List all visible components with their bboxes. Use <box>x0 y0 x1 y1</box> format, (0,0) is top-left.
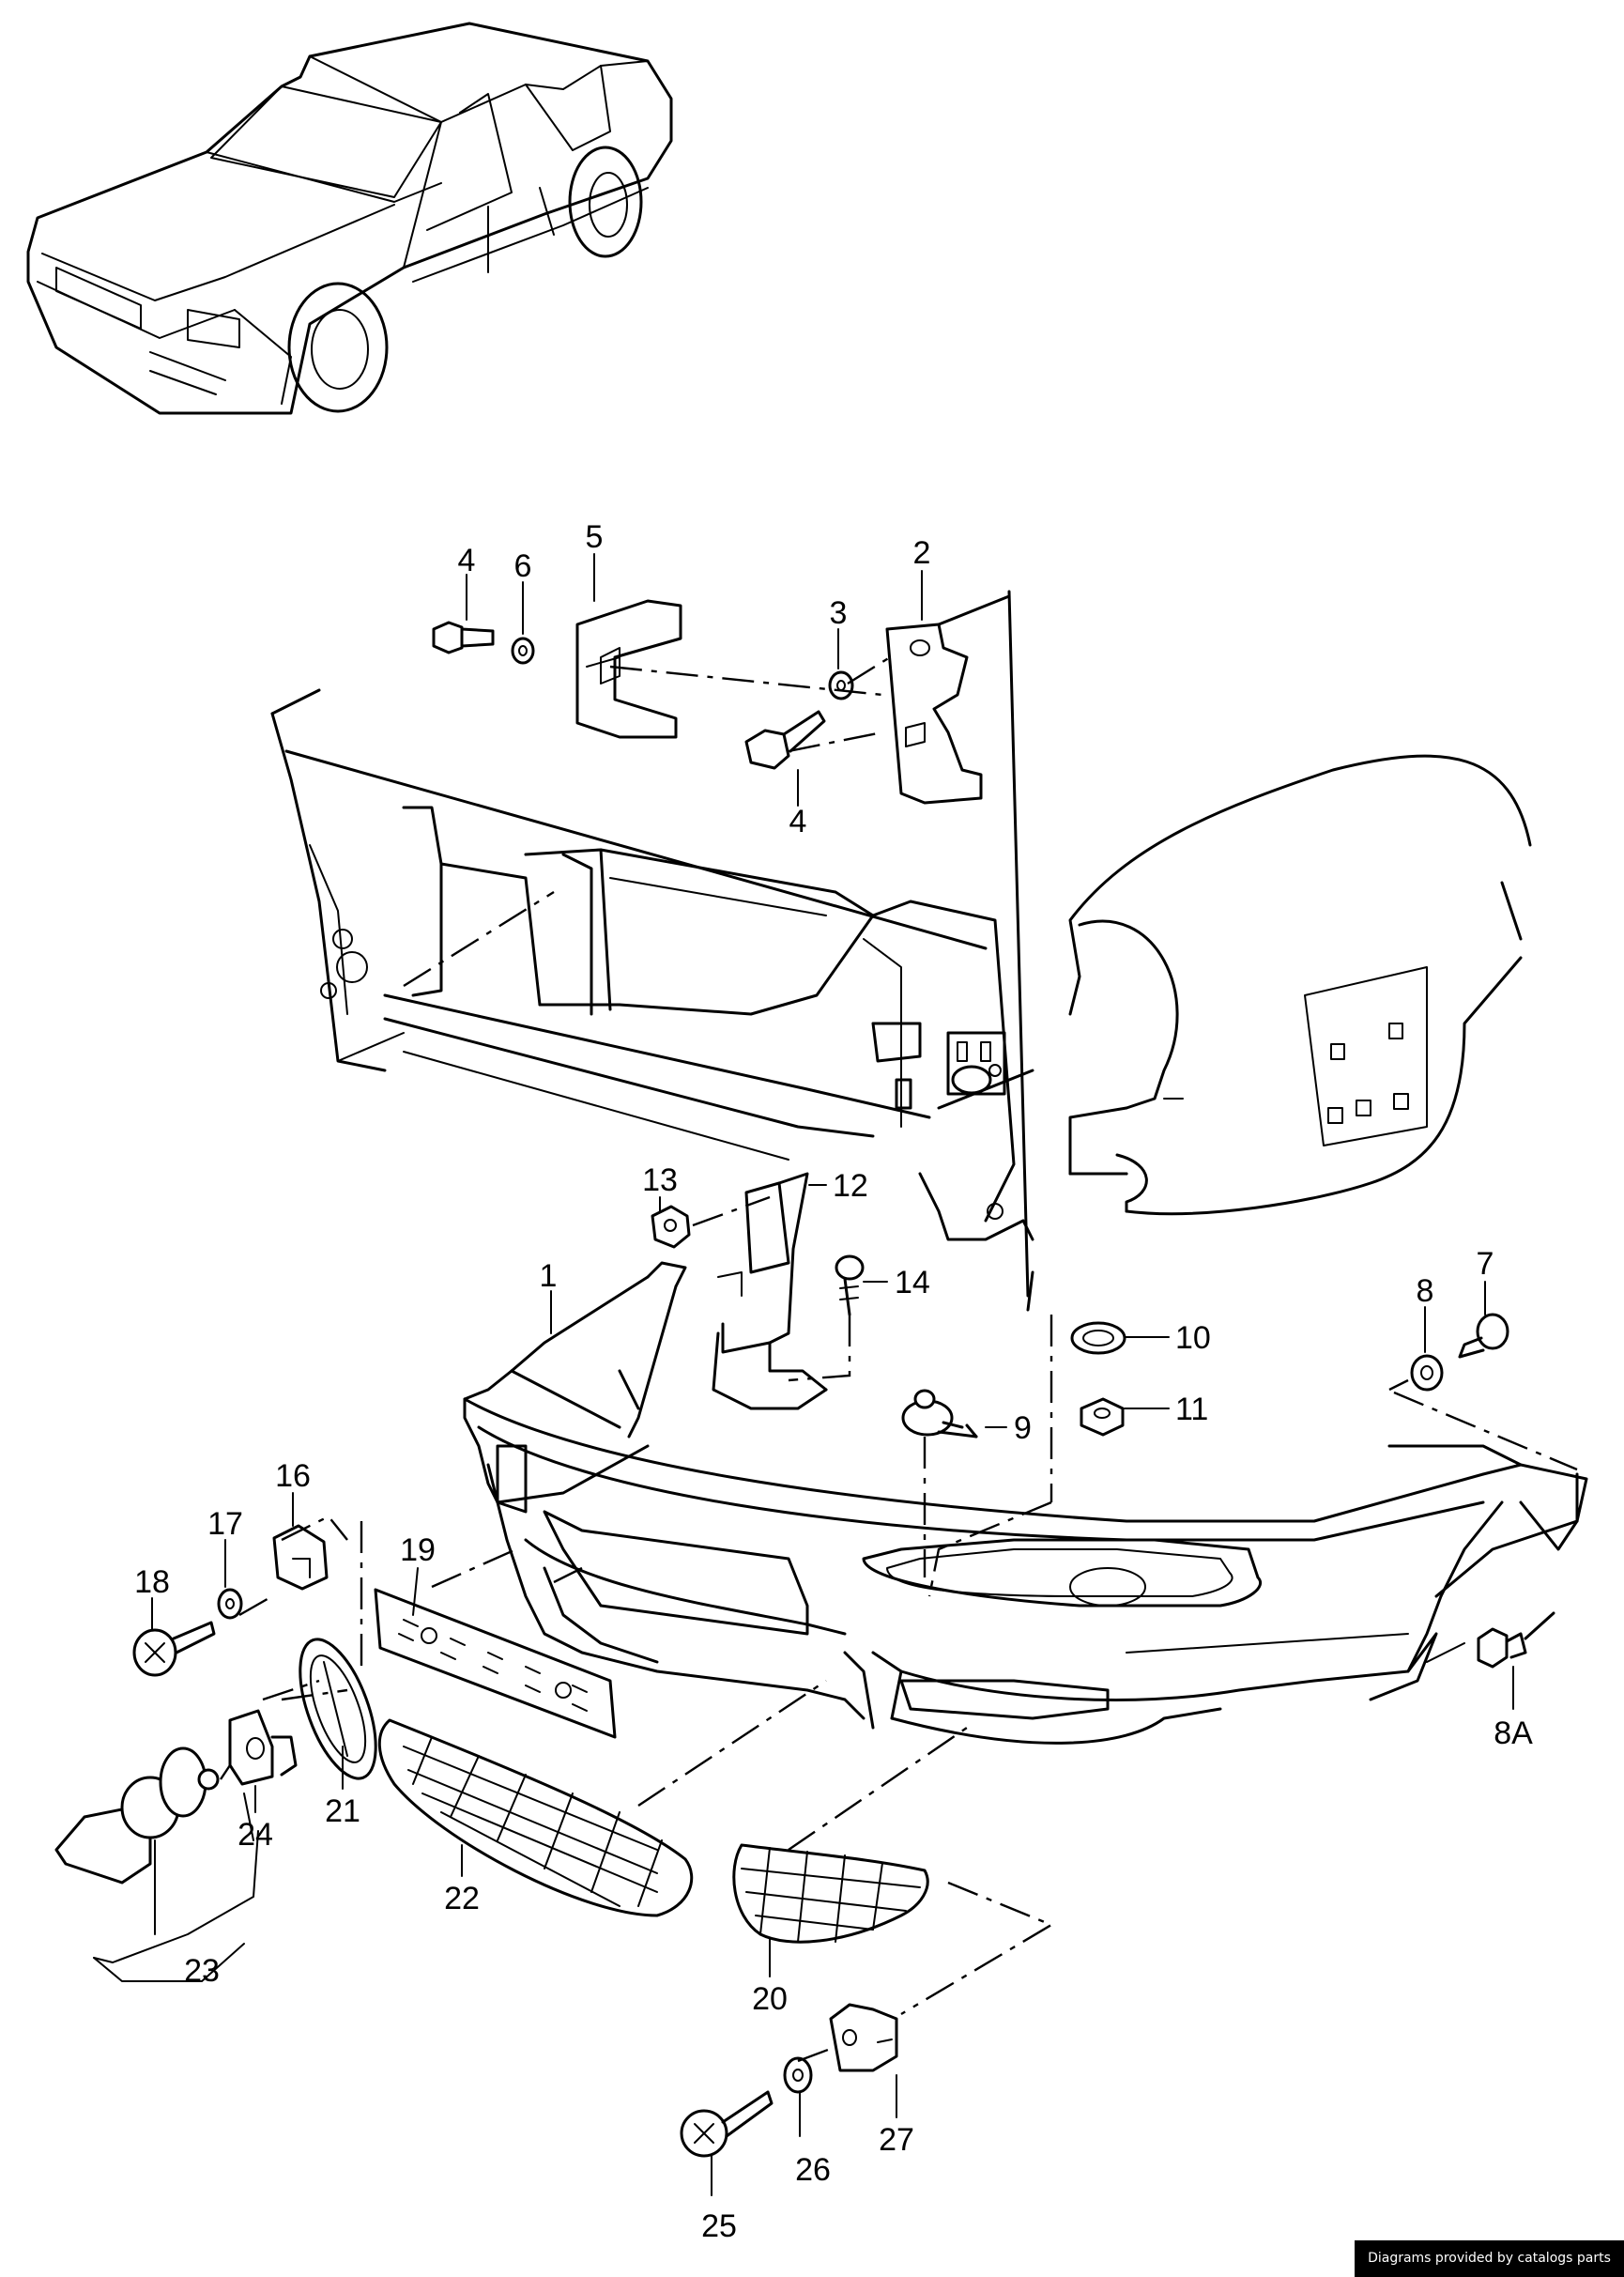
callout-10: 10 <box>1175 1320 1211 1356</box>
callout-13: 13 <box>642 1162 678 1198</box>
callout-18: 18 <box>134 1564 170 1600</box>
washer-17 <box>217 1588 243 1620</box>
callout-21: 21 <box>325 1793 360 1829</box>
callout-6: 6 <box>514 548 532 584</box>
callout-22: 22 <box>444 1881 480 1916</box>
screw-25 <box>680 2090 774 2158</box>
part-1-bumper-cover <box>463 1261 1588 1745</box>
part-22-grille <box>377 1718 694 1917</box>
washer-26 <box>783 2056 813 2094</box>
bolt-7 <box>1458 1313 1509 1359</box>
callout-1: 1 <box>540 1258 558 1294</box>
part-19-plate <box>374 1588 617 1739</box>
callout-25: 25 <box>701 2208 737 2244</box>
part-2-bracket <box>885 590 1034 1312</box>
callout-20: 20 <box>752 1981 788 2017</box>
callout-3: 3 <box>830 595 848 631</box>
bolt-4-lower <box>744 710 826 770</box>
vehicle-overview-illustration <box>26 22 673 415</box>
callout-8a: 8A <box>1494 1715 1533 1751</box>
callout-26: 26 <box>795 2152 831 2188</box>
part-24-clip <box>228 1709 298 1786</box>
callout-11: 11 <box>1175 1392 1208 1427</box>
callout-24: 24 <box>237 1817 273 1853</box>
callout-12: 12 <box>833 1168 868 1204</box>
part-20-grille <box>732 1843 929 1944</box>
diagram-credit: Diagrams provided by catalogs parts <box>1355 2240 1624 2277</box>
callout-9: 9 <box>1014 1410 1032 1446</box>
part-8a-bolt <box>1477 1611 1555 1669</box>
callout-16: 16 <box>275 1458 311 1494</box>
vehicle-body-front-end <box>270 688 1532 1241</box>
callout-23: 23 <box>184 1953 220 1989</box>
part-9-retainer <box>901 1389 978 1439</box>
assembly-lines <box>93 655 1409 2063</box>
callout-19: 19 <box>400 1532 436 1568</box>
callout-8: 8 <box>1417 1273 1434 1309</box>
part-5-guide <box>575 599 682 739</box>
part-12-bracket <box>712 1172 828 1410</box>
screw-18 <box>132 1621 216 1677</box>
screw-14 <box>835 1254 865 1316</box>
part-16-clip <box>272 1524 329 1591</box>
part-10-grommet <box>1070 1321 1126 1355</box>
leader-lines <box>151 553 1514 2196</box>
nut-13 <box>651 1205 691 1249</box>
callout-7: 7 <box>1477 1246 1494 1282</box>
callout-17: 17 <box>207 1506 243 1542</box>
callout-5: 5 <box>586 519 604 555</box>
part-27-clip <box>829 2003 898 2072</box>
washer-8 <box>1410 1354 1444 1392</box>
callout-4-lower: 4 <box>789 804 807 839</box>
part-21-ring <box>299 1638 377 1780</box>
nut-11 <box>1080 1397 1125 1437</box>
callout-2: 2 <box>913 535 931 571</box>
callout-4-upper: 4 <box>458 543 476 578</box>
callout-27: 27 <box>879 2122 914 2158</box>
washer-3 <box>828 670 854 700</box>
callout-14: 14 <box>895 1265 930 1300</box>
callout-labels: 4 6 5 2 3 4 13 12 1 14 10 8 7 11 9 16 17… <box>134 519 1533 2244</box>
washer-6 <box>511 637 535 665</box>
bolt-4-upper <box>432 621 495 654</box>
part-23-knob <box>54 1746 220 1885</box>
